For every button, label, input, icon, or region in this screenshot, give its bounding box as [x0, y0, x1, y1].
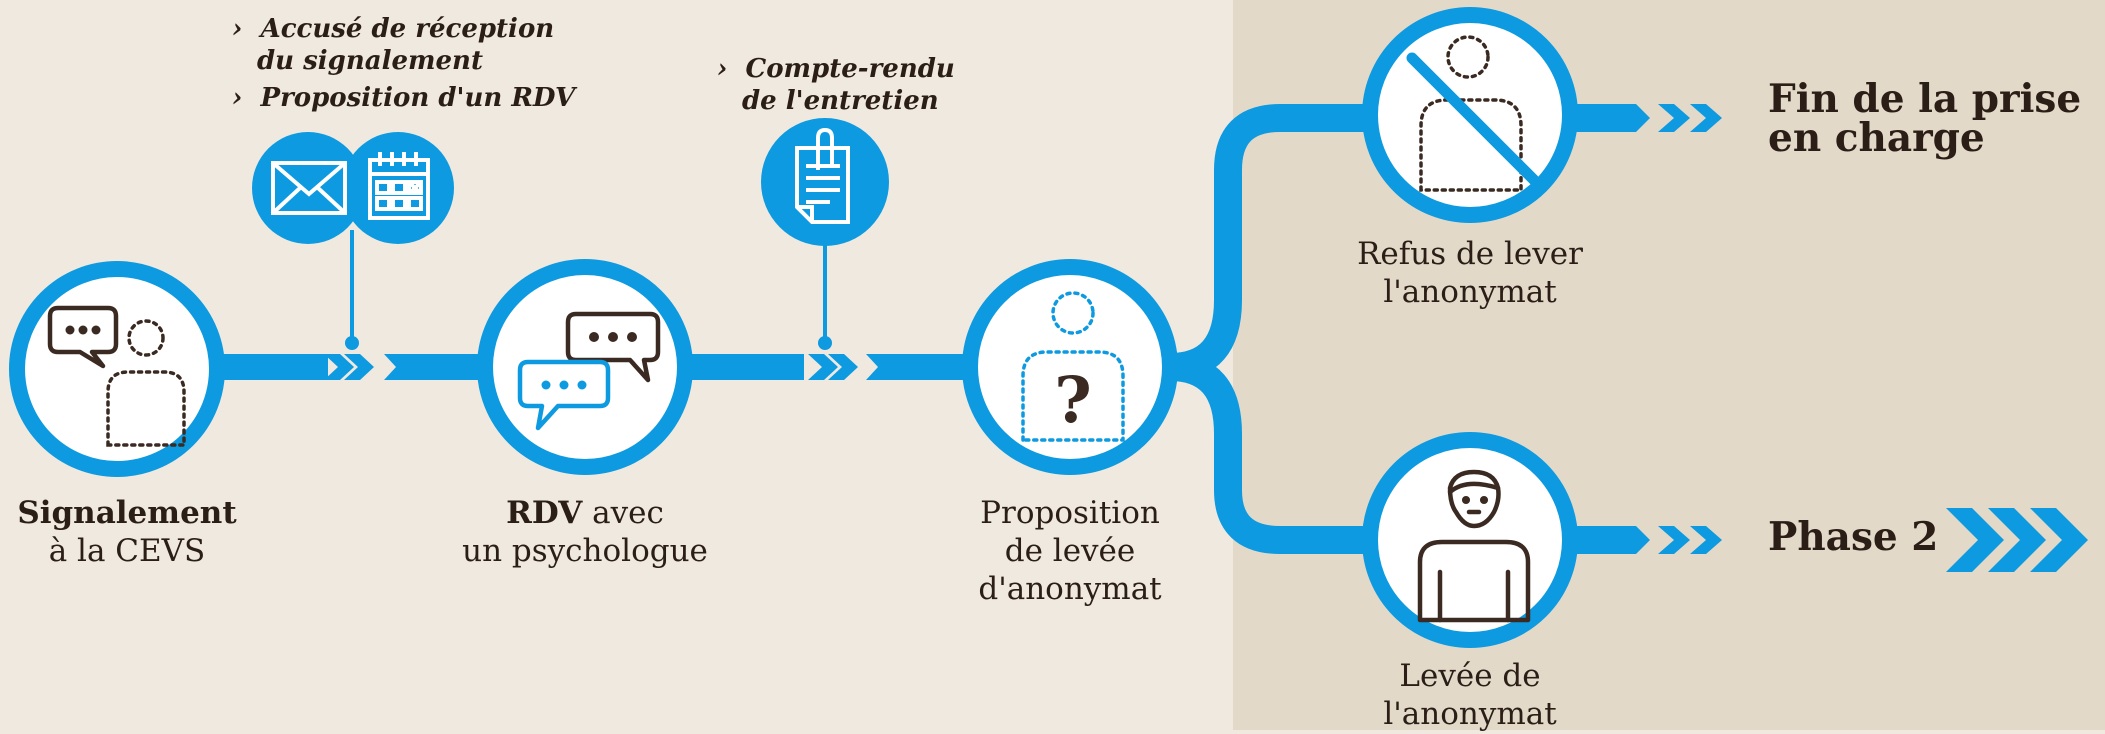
branch-connector: [1169, 104, 1390, 554]
pin-dot: [345, 336, 359, 350]
label-rdv-line2: un psychologue: [462, 532, 708, 569]
flow-bar-segment-4: [866, 354, 980, 380]
chat-bubble-person-icon: [47, 305, 186, 447]
chevron-icon: [1690, 526, 1722, 554]
label-proposition-line1: Proposition: [980, 495, 1160, 531]
label-levee-line1: Levée de: [1399, 658, 1541, 694]
label-proposition-line2: de levée: [1004, 532, 1136, 569]
label-rdv-after: avec: [582, 495, 664, 531]
chevron-icon: [1690, 104, 1722, 132]
large-chevron-icon: [1946, 508, 2004, 572]
anonymous-person-question-icon: ?: [1021, 291, 1125, 442]
report-bubble: [761, 118, 889, 246]
bullet-marker: ›: [232, 83, 261, 113]
label-levee: Levée de l'anonymat: [1320, 658, 1620, 734]
calendar-icon: [368, 152, 430, 220]
speech-bubbles-icon: [517, 311, 661, 431]
chevron-icon: [324, 354, 354, 380]
identified-person-icon: [1417, 469, 1531, 623]
question-mark: ?: [1054, 363, 1092, 438]
label-rdv-bold: RDV: [506, 495, 583, 531]
label-rdv: RDV avec un psychologue: [415, 495, 755, 571]
label-proposition-line3: d'anonymat: [978, 570, 1162, 607]
note-proposition-rdv: › Proposition d'un RDV: [232, 83, 575, 115]
bullet-marker: ›: [232, 14, 261, 44]
flow-bar-top-outcome: [1560, 104, 1650, 132]
step-circle-proposition: [962, 259, 1178, 475]
large-chevron-icon: [2030, 508, 2088, 572]
document-clip-icon: [795, 127, 850, 224]
outcome-fin-line1: Fin de la prise: [1768, 76, 2082, 122]
label-refus: Refus de lever l'anonymat: [1320, 236, 1620, 312]
bullet-marker: ›: [717, 54, 746, 84]
note-compte-rendu: › Compte-rendu de l'entretien: [717, 54, 955, 117]
calendar-bubble: [342, 132, 454, 244]
note-accuse-line1: Accusé de réception: [260, 14, 555, 44]
pin-dot: [818, 336, 832, 350]
flow-bar-bottom-outcome: [1560, 526, 1650, 554]
outcome-phase2: Phase 2: [1768, 514, 1939, 560]
large-chevron-icon: [1988, 508, 2046, 572]
note-compte-rendu-line1: Compte-rendu: [745, 54, 955, 84]
mail-bubble: [252, 132, 364, 244]
step-circle-signalement: [9, 261, 225, 477]
note-compte-rendu-line2: de l'entretien: [742, 85, 939, 116]
label-levee-line2: l'anonymat: [1383, 695, 1557, 732]
flow-bar-segment-3: [690, 354, 804, 380]
crossed-out-person-icon: [1406, 35, 1540, 192]
chevron-icon: [344, 354, 374, 380]
envelope-icon: [271, 161, 347, 215]
note-accuse: › Accusé de réception du signalement: [232, 14, 554, 77]
outcome-fin: Fin de la prise en charge: [1768, 80, 2081, 158]
chevron-icon: [1658, 104, 1690, 132]
flow-bar-segment-2: [384, 354, 490, 380]
chevron-icon: [1658, 526, 1690, 554]
label-refus-line2: l'anonymat: [1383, 273, 1557, 310]
outcome-fin-line2: en charge: [1768, 115, 1985, 161]
label-proposition: Proposition de levée d'anonymat: [920, 495, 1220, 608]
label-refus-line1: Refus de lever: [1357, 236, 1583, 272]
label-signalement-rest: à la CEVS: [48, 532, 206, 569]
label-signalement: Signalement à la CEVS: [0, 495, 254, 571]
label-signalement-bold: Signalement: [17, 495, 237, 531]
note-proposition-rdv-text: Proposition d'un RDV: [260, 83, 576, 113]
note-accuse-line2: du signalement: [257, 45, 483, 76]
chevron-icon: [808, 354, 838, 380]
chevron-icon: [828, 354, 858, 380]
